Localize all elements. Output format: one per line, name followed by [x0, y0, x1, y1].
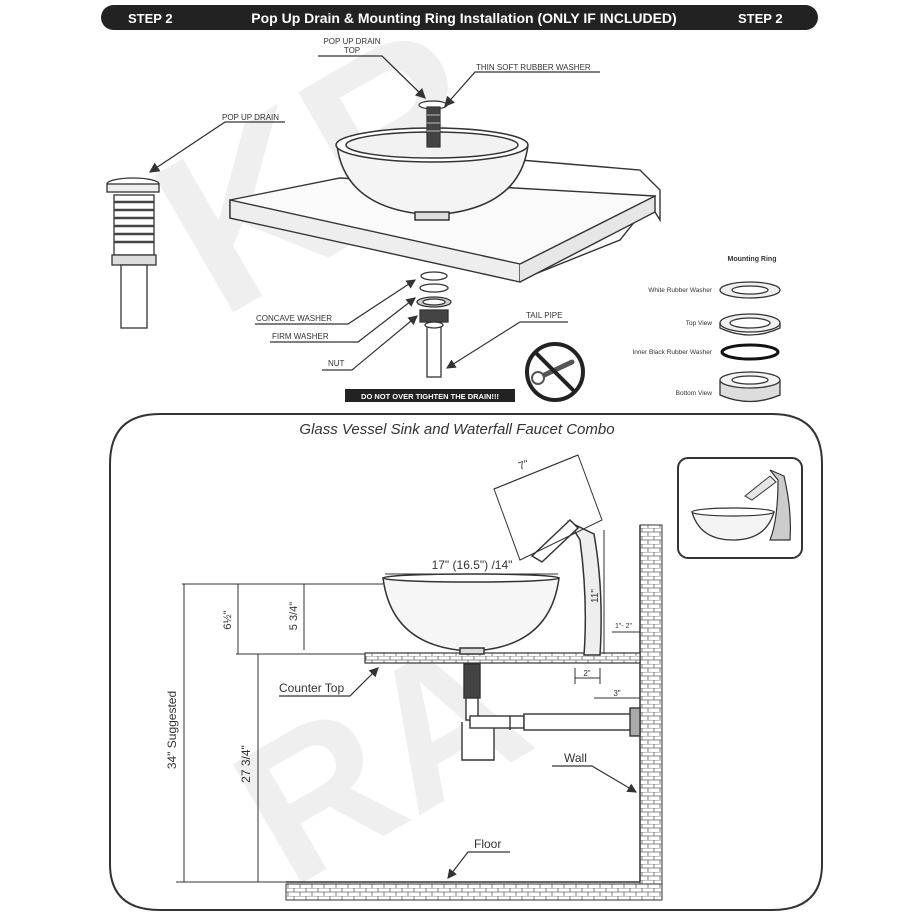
vessel-bowl-top [335, 127, 529, 221]
label-34-suggested: 34" Suggested [165, 691, 179, 769]
step-label-right: STEP 2 [738, 11, 783, 26]
combo-title: Glass Vessel Sink and Waterfall Faucet C… [299, 421, 614, 438]
pop-up-drain-part [106, 177, 160, 329]
label-counter-top: Counter Top [279, 681, 344, 695]
label-floor: Floor [474, 837, 501, 851]
label-top-view: Top View [686, 320, 713, 327]
dim-5-3-4: 5 3/4" [288, 602, 300, 630]
label-pop-up-drain: POP UP DRAIN [222, 113, 279, 122]
label-concave-washer: CONCAVE WASHER [256, 314, 332, 323]
label-thin-soft-rubber-washer: THIN SOFT RUBBER WASHER [476, 63, 591, 72]
washer-stack [416, 271, 452, 378]
dim-width: 17" (16.5") /14" [432, 558, 513, 572]
header-bar: STEP 2 Pop Up Drain & Mounting Ring Inst… [101, 5, 818, 30]
label-bottom-view: Bottom View [676, 390, 713, 397]
dim-1-2: 1"- 2" [615, 623, 633, 630]
dim-3: 3" [613, 689, 620, 698]
combo-panel-border [109, 413, 823, 911]
countertop [364, 652, 641, 664]
brick-wall [639, 524, 663, 901]
label-pop-up-drain-top-1: POP UP DRAIN [323, 37, 380, 46]
inset-faucet-image [677, 457, 803, 559]
dim-11: 11" [590, 589, 601, 603]
vessel-sink-side [382, 573, 560, 655]
dimension-lines [176, 454, 640, 883]
label-tail-pipe: TAIL PIPE [526, 311, 562, 320]
header-title: Pop Up Drain & Mounting Ring Installatio… [251, 10, 676, 26]
label-firm-washer: FIRM WASHER [272, 332, 329, 341]
floor-slab [285, 883, 663, 901]
warning-text: DO NOT OVER TIGHTEN THE DRAIN!!! [361, 392, 499, 401]
no-wrench-icon [525, 342, 585, 402]
mounting-ring-panel: Mounting Ring White Rubber Washer Top Vi… [632, 256, 781, 403]
label-inner-black-rubber-washer: Inner Black Rubber Washer [632, 349, 712, 356]
step-label-left: STEP 2 [128, 11, 173, 26]
waterfall-faucet [493, 454, 603, 656]
label-27-3-4: 27 3/4" [239, 745, 253, 783]
dim-7: 7" [517, 458, 531, 473]
mounting-ring-title: Mounting Ring [728, 256, 777, 263]
label-pop-up-drain-top-2: TOP [344, 46, 360, 55]
label-nut: NUT [328, 359, 345, 368]
label-wall: Wall [564, 751, 587, 765]
dim-6: 6½" [222, 610, 234, 629]
drain-top-part [418, 100, 448, 148]
warning-banner: DO NOT OVER TIGHTEN THE DRAIN!!! [345, 389, 515, 402]
label-white-rubber-washer: White Rubber Washer [648, 287, 713, 294]
drain-pipe-assembly [461, 663, 641, 761]
dim-2: 2" [583, 669, 590, 678]
counter-slab [229, 159, 661, 283]
